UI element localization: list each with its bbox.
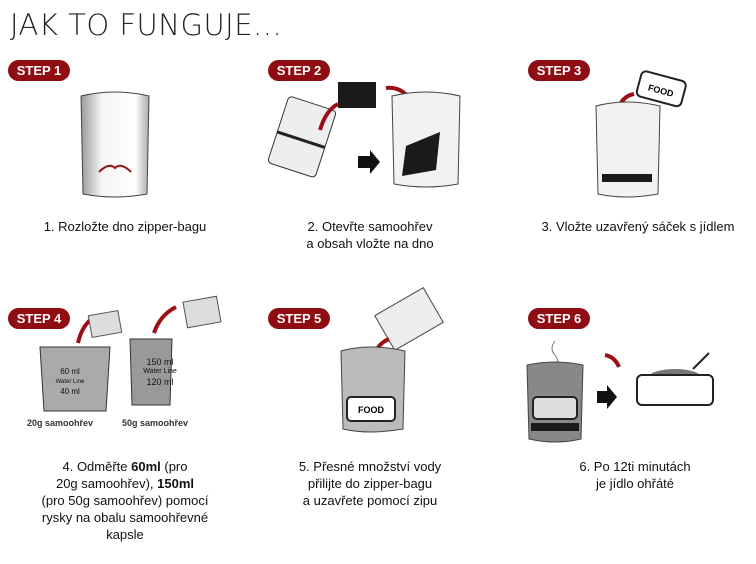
caption-bold: 60ml (131, 459, 161, 474)
food-label: FOOD (358, 405, 384, 415)
caption-text: 20g samoohřev), (55, 476, 158, 491)
cup-bottom-mark: 120 ml (146, 377, 174, 387)
water-line-label: Water Line (143, 368, 177, 375)
caption-line: 6. Po 12ti minutách (579, 459, 691, 474)
cup-50g-label: 50g samoohřev (122, 418, 189, 428)
caption-line: je jídlo ohřáté (595, 476, 675, 491)
water-line-label: Water Line (55, 379, 85, 385)
page-title: JAK TO FUNGUJE... (10, 8, 283, 42)
step-2-badge: STEP 2 (268, 60, 330, 81)
cup-bottom-mark: 40 ml (60, 387, 80, 396)
caption-text: (pro (160, 459, 188, 474)
step-1-caption: 1. Rozložte dno zipper-bagu (43, 219, 207, 234)
cup-top-mark: 150 ml (146, 357, 174, 367)
cup-20g-markings: 60 ml Water Line 40 ml (40, 367, 100, 397)
caption-bold: 150ml (157, 476, 195, 491)
caption-text: 4. Odměřte (62, 459, 132, 474)
caption-line: a uzavřete pomocí zipu (302, 493, 438, 508)
caption-line: přilijte do zipper-bagu (307, 476, 433, 491)
caption-line: 2. Otevřte samoohřev (307, 219, 433, 234)
caption-line: a obsah vložte na dno (306, 236, 434, 251)
caption-text: rysky na obalu samoohřevné (41, 510, 209, 525)
caption-text: (pro 50g samoohřev) pomocí (41, 493, 209, 508)
heater-pack-illustration (267, 82, 461, 188)
measuring-cups-illustration (39, 295, 222, 412)
step-2-caption: 2. Otevřte samoohřev a obsah vložte na dn… (260, 218, 480, 252)
cup-top-mark: 60 ml (60, 367, 80, 376)
cup-50g-markings: 150 ml Water Line 120 ml (130, 357, 190, 387)
zipper-bag-illustration (80, 91, 150, 198)
step-5-badge: STEP 5 (268, 308, 330, 329)
caption-line: 5. Přesné množství vody (298, 459, 442, 474)
step-3-badge: STEP 3 (528, 60, 590, 81)
step-3-caption: 3. Vložte uzavřený sáček s jídlem (541, 219, 735, 234)
step-6-caption: 6. Po 12ti minutách je jídlo ohřáté (520, 458, 750, 492)
step-6-badge: STEP 6 (528, 308, 590, 329)
pour-water-illustration: FOOD (340, 286, 444, 433)
step-4-caption: 4. Odměřte 60ml (pro 20g samoohřev), 150… (0, 458, 250, 543)
food-bag-illustration: FOOD (595, 70, 687, 198)
step-1-badge: STEP 1 (8, 60, 70, 81)
step-4-badge: STEP 4 (8, 308, 70, 329)
step-5-caption: 5. Přesné množství vody přilijte do zippe… (260, 458, 480, 509)
heated-food-illustration (526, 340, 714, 443)
caption-text: kapsle (106, 527, 144, 542)
cup-20g-label: 20g samoohřev (27, 418, 94, 428)
